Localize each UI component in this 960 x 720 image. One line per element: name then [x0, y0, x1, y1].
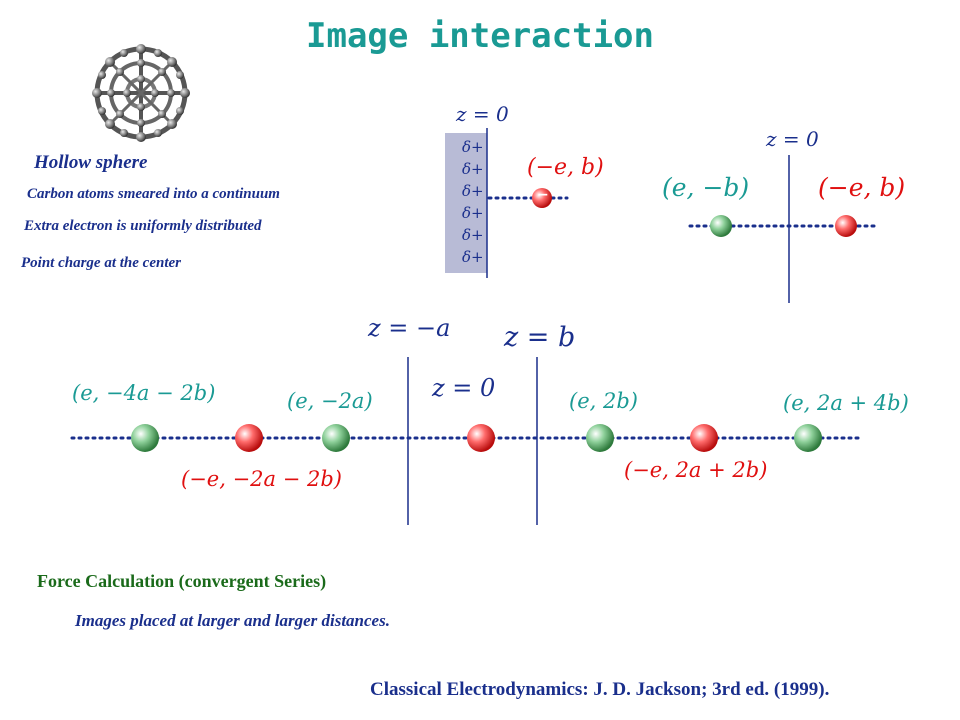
induced-charge: δ+	[462, 182, 484, 200]
image-label: (e, −b)	[662, 173, 750, 202]
force-heading: Force Calculation (convergent Series)	[37, 571, 327, 591]
citation: Classical Electrodynamics: J. D. Jackson…	[370, 679, 830, 700]
electron-charge	[835, 215, 857, 237]
electron-charge	[467, 424, 495, 452]
image-label: (e, −2a)	[287, 389, 373, 413]
charge-label: (−e, b)	[527, 155, 604, 180]
image-charge	[131, 424, 159, 452]
induced-charge: δ+	[462, 204, 484, 222]
image-charge	[322, 424, 350, 452]
sphere-heading: Hollow sphere	[34, 152, 148, 173]
induced-charge-column: δ+ δ+ δ+ δ+ δ+ δ+	[462, 136, 484, 268]
plane-label-b: z = b	[504, 322, 576, 353]
plane-label-minus-a: z = −a	[368, 314, 451, 342]
image-label: (e, 2b)	[569, 389, 638, 413]
page-title: Image interaction	[306, 16, 654, 56]
image-electron	[690, 424, 718, 452]
induced-charge: δ+	[462, 248, 484, 266]
image-electron	[235, 424, 263, 452]
image-label: (e, −4a − 2b)	[72, 381, 216, 405]
sphere-bullet-1: Carbon atoms smeared into a continuum	[27, 186, 280, 202]
image-electron-label: (−e, 2a + 2b)	[624, 458, 768, 482]
induced-charge: δ+	[462, 138, 484, 156]
induced-charge: δ+	[462, 226, 484, 244]
fullerene-icon	[92, 44, 190, 142]
image-charge	[710, 215, 732, 237]
induced-charge: δ+	[462, 160, 484, 178]
charge-label: (−e, b)	[818, 173, 906, 202]
plane-label-zero: z = 0	[432, 374, 496, 402]
force-note: Images placed at larger and larger dista…	[75, 611, 390, 630]
plane-label: z = 0	[766, 127, 819, 151]
image-charge	[794, 424, 822, 452]
sphere-bullet-3: Point charge at the center	[21, 255, 181, 271]
electron-charge	[532, 188, 552, 208]
plane-label: z = 0	[456, 102, 509, 126]
image-electron-label: (−e, −2a − 2b)	[181, 467, 342, 491]
sphere-bullet-2: Extra electron is uniformly distributed	[24, 218, 262, 234]
image-charge	[586, 424, 614, 452]
conductor-slab	[445, 133, 487, 273]
image-label: (e, 2a + 4b)	[783, 391, 909, 415]
charge-sign: −	[537, 187, 549, 203]
